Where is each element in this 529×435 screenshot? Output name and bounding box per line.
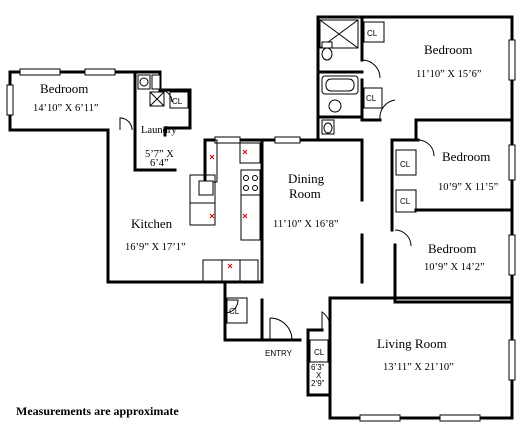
entry-closet-dim-3: 2’9” <box>311 379 325 388</box>
laundry-name: Laundry <box>141 125 177 136</box>
dining-name-2: Room <box>289 186 321 201</box>
living-dim: 13’11” X 21’10” <box>383 362 454 373</box>
bedroom-left-name: Bedroom <box>40 81 88 96</box>
kitchen-dim: 16’9” X 17’1” <box>125 242 186 253</box>
bedroom-top-closet-1: CL <box>367 29 378 38</box>
measurement-note: Measurements are approximate <box>16 404 179 418</box>
bedroom-low-name: Bedroom <box>428 241 476 256</box>
windows <box>6 39 516 422</box>
living-name: Living Room <box>377 336 447 351</box>
fixtures <box>137 19 417 363</box>
laundry-dim-2: 6’4” <box>150 158 169 169</box>
bedroom-low-closet: CL <box>400 197 411 206</box>
hall-closet: CL <box>229 307 240 316</box>
bedroom-top-dim: 11’10” X 15’6” <box>416 69 482 80</box>
entry-label: ENTRY <box>265 349 293 358</box>
dining-dim: 11’10” X 16’8” <box>273 219 339 230</box>
bedroom-left-dim: 14’10” X 6’11” <box>33 103 99 114</box>
bedroom-top-name: Bedroom <box>424 42 472 57</box>
laundry-closet: CL <box>172 97 183 106</box>
bedroom-low-dim: 10’9” X 14’2” <box>424 262 485 273</box>
entry-closet-label: CL <box>314 348 325 357</box>
entry-closet-dim-2: X <box>316 371 322 380</box>
doors <box>119 59 435 341</box>
bedroom-top-closet-2: CL <box>366 94 377 103</box>
bedroom-mid-dim: 10’9” X 11’5” <box>438 182 499 193</box>
bedroom-mid-closet: CL <box>400 160 411 169</box>
kitchen-name: Kitchen <box>131 216 173 231</box>
entry-closet-dim-1: 6’3” <box>311 363 325 372</box>
dining-name-1: Dining <box>288 171 325 186</box>
bedroom-mid-name: Bedroom <box>442 149 490 164</box>
laundry-dim-1: 5’7” X <box>145 149 174 160</box>
labels: Bedroom 14’10” X 6’11” Laundry 5’7” X 6’… <box>16 29 499 418</box>
